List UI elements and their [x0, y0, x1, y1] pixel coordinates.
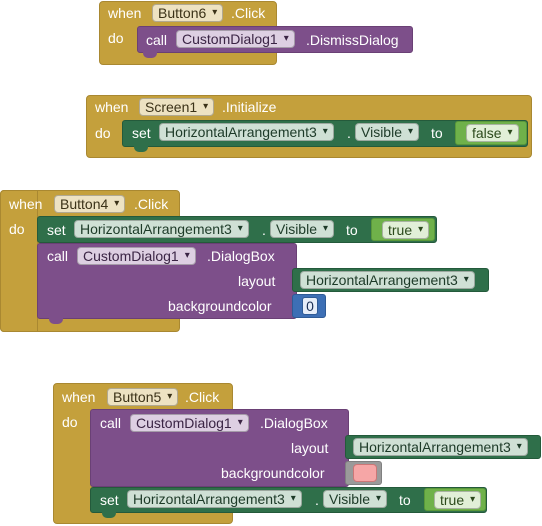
component-dropdown-horizontalarrangement3[interactable]: HorizontalArrangement3: [74, 220, 249, 238]
component-dropdown-button5[interactable]: Button5: [107, 388, 179, 406]
backgroundcolor-param-label: backgroundcolor: [221, 465, 325, 481]
component-dropdown-button4[interactable]: Button4: [54, 195, 126, 213]
boolean-dropdown-false[interactable]: false: [466, 124, 519, 142]
component-dropdown-customdialog1[interactable]: CustomDialog1: [176, 30, 295, 48]
layout-param-label: layout: [238, 273, 276, 289]
component-dropdown-screen1[interactable]: Screen1: [139, 98, 215, 116]
property-dropdown-visible[interactable]: Visible: [323, 490, 387, 508]
event-name-label: .Click: [134, 196, 169, 212]
component-dropdown-horizontalarrangement3[interactable]: HorizontalArrangement3: [353, 438, 528, 456]
when-label: when: [9, 196, 43, 212]
block-notch: [102, 512, 116, 518]
boolean-dropdown-true[interactable]: true: [382, 221, 430, 239]
block-notch: [134, 146, 148, 152]
component-dropdown-horizontalarrangement3[interactable]: HorizontalArrangement3: [300, 271, 475, 289]
component-dropdown-horizontalarrangement3[interactable]: HorizontalArrangement3: [159, 123, 334, 141]
component-dropdown-horizontalarrangement3[interactable]: HorizontalArrangement3: [127, 490, 302, 508]
call-label: call: [100, 415, 122, 431]
to-label: to: [431, 125, 443, 141]
set-label: set: [132, 125, 151, 141]
event-name-label: .Click: [185, 389, 220, 405]
layout-param-label: layout: [291, 440, 329, 456]
do-label: do: [9, 221, 25, 237]
method-name-label: .DismissDialog: [306, 32, 399, 48]
dot-separator: .: [315, 492, 319, 508]
when-label: when: [95, 99, 129, 115]
when-label: when: [108, 5, 142, 21]
component-dropdown-customdialog1[interactable]: CustomDialog1: [130, 414, 249, 432]
event-name-label: .Click: [231, 5, 266, 21]
component-dropdown-button6[interactable]: Button6: [152, 4, 224, 22]
method-name-label: .DialogBox: [207, 248, 275, 264]
block-notch: [143, 52, 157, 58]
to-label: to: [399, 492, 411, 508]
dot-separator: .: [347, 125, 351, 141]
number-value-field[interactable]: 0: [302, 297, 318, 315]
when-label: when: [62, 389, 96, 405]
set-label: set: [47, 222, 66, 238]
call-label: call: [47, 248, 69, 264]
boolean-dropdown-true[interactable]: true: [434, 491, 482, 509]
property-dropdown-visible[interactable]: Visible: [270, 220, 334, 238]
do-label: do: [62, 414, 78, 430]
do-label: do: [108, 30, 124, 46]
call-label: call: [146, 32, 168, 48]
property-dropdown-visible[interactable]: Visible: [355, 123, 419, 141]
set-label: set: [100, 492, 119, 508]
dot-separator: .: [262, 222, 266, 238]
backgroundcolor-param-label: backgroundcolor: [168, 298, 272, 314]
to-label: to: [346, 222, 358, 238]
block-notch: [49, 318, 63, 324]
do-label: do: [95, 125, 111, 141]
event-name-label: .Initialize: [222, 99, 277, 115]
color-swatch[interactable]: [353, 464, 377, 482]
method-name-label: .DialogBox: [260, 415, 328, 431]
component-dropdown-customdialog1[interactable]: CustomDialog1: [77, 247, 196, 265]
